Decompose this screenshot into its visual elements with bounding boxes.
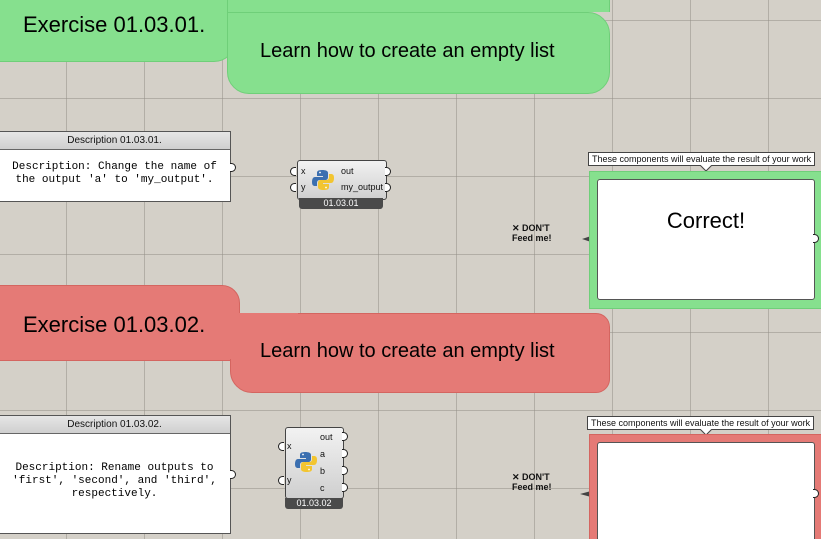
python-logo-icon — [295, 452, 317, 472]
python-component-2-output-c-label: c — [320, 483, 325, 493]
python-component-2-output-out-port[interactable] — [342, 432, 348, 441]
python-component-1-tag: 01.03.01 — [299, 198, 383, 209]
python-component-1-input-y-port[interactable] — [290, 183, 296, 192]
python-component-1-body[interactable]: x y out my_output — [297, 160, 387, 200]
exercise-2-title: Exercise 01.03.02. — [23, 312, 206, 337]
python-component-2-input-y-port[interactable] — [278, 476, 284, 485]
description-panel-2-output-port[interactable] — [230, 470, 236, 479]
python-component-2-output-a-label: a — [320, 449, 326, 459]
eval-result-text-1: Correct! — [666, 208, 746, 233]
description-panel-2[interactable]: Description 01.03.02. Description: Renam… — [0, 415, 231, 534]
python-component-2-output-b-port[interactable] — [342, 466, 348, 475]
python-component-2-output-b-label: b — [320, 466, 326, 476]
eval-screen-2-output-port[interactable] — [813, 489, 819, 498]
eval-screen-1[interactable]: Correct! — [597, 179, 815, 300]
eval-screen-2[interactable] — [597, 442, 815, 539]
eval-caption-2: These components will evaluate the resul… — [587, 416, 815, 430]
python-component-2-body[interactable]: x y out a b c — [285, 427, 344, 499]
description-panel-1-header: Description 01.03.01. — [0, 132, 230, 150]
eval-caption-1: These components will evaluate the resul… — [588, 152, 816, 166]
python-component-2-output-a-port[interactable] — [342, 449, 348, 458]
python-component-1-input-x-label: x — [301, 166, 306, 176]
feed-me-label-1: ✕ DON'T Feed me! — [512, 223, 552, 243]
python-component-1[interactable]: x y out my_output 01.03.01 — [290, 160, 391, 212]
feed-me-label-2: ✕ DON'T Feed me! — [512, 472, 552, 492]
python-component-1-output-my-output-label: my_output — [341, 182, 384, 192]
python-component-1-output-my-output-port[interactable] — [385, 183, 391, 192]
python-logo-icon — [312, 170, 334, 190]
python-component-2-tag: 01.03.02 — [285, 498, 343, 509]
exercise-1-subtitle: Learn how to create an empty list — [260, 40, 555, 62]
python-component-2-input-x-port[interactable] — [278, 442, 284, 451]
python-component-2-input-x-label: x — [287, 441, 292, 451]
exercise-2-join-band — [0, 313, 298, 359]
python-component-1-output-out-label: out — [341, 166, 354, 176]
exercise-2-subtitle: Learn how to create an empty list — [260, 340, 555, 362]
description-panel-1-text: Description: Change the name of the outp… — [12, 161, 217, 186]
exercise-1-title-tab[interactable] — [0, 0, 236, 62]
description-panel-1-output-port[interactable] — [230, 163, 236, 172]
python-component-1-input-y-label: y — [301, 182, 306, 192]
description-panel-2-header: Description 01.03.02. — [0, 416, 230, 434]
python-component-1-input-x-port[interactable] — [290, 167, 296, 176]
description-panel-1[interactable]: Description 01.03.01. Description: Chang… — [0, 131, 231, 202]
exercise-1-top-band — [227, 0, 610, 12]
exercise-1-title: Exercise 01.03.01. — [23, 12, 206, 37]
python-component-2[interactable]: x y out a b c 01.03.02 — [278, 427, 348, 511]
python-component-2-input-y-label: y — [287, 475, 292, 485]
python-component-2-output-c-port[interactable] — [342, 483, 348, 492]
description-panel-2-text: Description: Rename outputs to 'first', … — [12, 462, 217, 500]
python-component-1-output-out-port[interactable] — [385, 167, 391, 176]
eval-screen-1-output-port[interactable] — [813, 234, 819, 243]
python-component-2-output-out-label: out — [320, 432, 333, 442]
exercise-1-subtitle-tab[interactable] — [227, 12, 610, 94]
